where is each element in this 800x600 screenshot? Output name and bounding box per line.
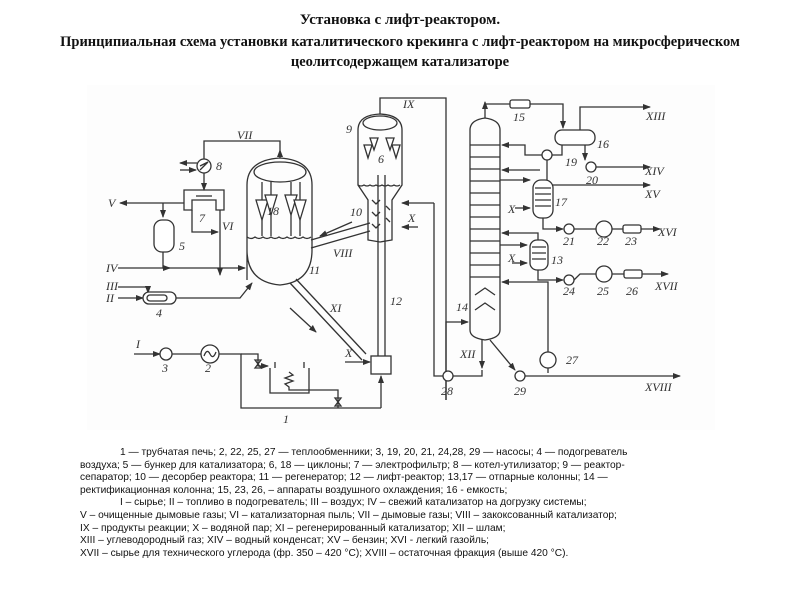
heat-exchanger-25-icon xyxy=(595,265,613,283)
label-22: 22 xyxy=(597,234,609,248)
stripper-17 xyxy=(532,179,554,219)
stream-XVII: XVII xyxy=(654,279,679,293)
label-16: 16 xyxy=(597,137,609,151)
legend: 1 — трубчатая печь; 2, 22, 25, 27 — тепл… xyxy=(80,447,740,560)
label-10: 10 xyxy=(350,205,362,219)
legend-equipment-line: ректификационная колонна; 15, 23, 26, – … xyxy=(80,484,508,496)
stream-XVIII: XVIII xyxy=(644,380,673,394)
label-27: 27 xyxy=(566,353,579,367)
label-3: 3 xyxy=(161,361,168,375)
label-13: 13 xyxy=(551,253,563,267)
stream-VII: VII xyxy=(237,128,253,142)
label-20: 20 xyxy=(586,173,598,187)
bunker-5 xyxy=(153,219,175,253)
regenerator-11 xyxy=(246,157,313,286)
air-cooler-15-icon xyxy=(509,99,531,109)
stream-XVI: XVI xyxy=(657,225,678,239)
label-29: 29 xyxy=(514,384,526,398)
label-11: 11 xyxy=(309,263,320,277)
process-flow-diagram: 1 2 3 4 5 6 7 8 9 10 11 12 13 14 15 16 1… xyxy=(105,97,681,426)
legend-stream-line: XVII – сырье для технического углерода (… xyxy=(80,547,569,559)
stream-II: II xyxy=(105,291,115,305)
label-24: 24 xyxy=(563,284,575,298)
label-25: 25 xyxy=(597,284,609,298)
legend-equipment-line: 1 — трубчатая печь; 2, 22, 25, 27 — тепл… xyxy=(120,447,628,458)
label-8: 8 xyxy=(216,159,222,173)
label-23: 23 xyxy=(625,234,637,248)
legend-stream-line: V – очищенные дымовые газы; VI – катализ… xyxy=(80,509,617,521)
stream-XII: XII xyxy=(459,347,476,361)
tank-16 xyxy=(554,129,596,146)
stripper-13 xyxy=(529,239,549,271)
label-4: 4 xyxy=(156,306,162,320)
label-19: 19 xyxy=(565,155,577,169)
electrofilter-7 xyxy=(183,189,225,211)
label-9: 9 xyxy=(346,122,352,136)
label-5: 5 xyxy=(179,239,185,253)
label-7: 7 xyxy=(199,211,206,225)
legend-stream-line: XIII – углеводородный газ; XIV – водный … xyxy=(80,535,489,547)
stream-I: I xyxy=(135,337,141,351)
stream-X-13: X xyxy=(507,251,516,265)
tube-furnace-1 xyxy=(269,362,310,394)
air-cooler-23-icon xyxy=(622,224,642,234)
label-1: 1 xyxy=(283,412,289,426)
stream-VI: VI xyxy=(222,219,234,233)
air-cooler-26-icon xyxy=(623,269,643,279)
legend-equipment-line: сепаратор; 10 — десорбер реактора; 11 — … xyxy=(80,472,608,484)
riser-mixer xyxy=(370,355,392,375)
stream-X-desorber: X xyxy=(407,211,416,225)
label-26: 26 xyxy=(626,284,638,298)
pump-29-icon xyxy=(514,370,526,382)
stream-VIII: VIII xyxy=(333,246,353,260)
page-title: Установка с лифт-реактором. xyxy=(299,12,501,28)
label-12: 12 xyxy=(390,294,402,308)
pump-3-icon xyxy=(159,347,173,361)
legend-stream-line: I – сырье; II – топливо в подогреватель;… xyxy=(120,497,587,509)
stream-X-riser: X xyxy=(344,346,353,360)
label-14: 14 xyxy=(456,300,468,314)
page-subtitle: Принципиальная схема установки каталитич… xyxy=(60,34,740,70)
diagram-background xyxy=(87,85,715,430)
stream-III: III xyxy=(105,279,119,293)
label-2: 2 xyxy=(205,361,211,375)
stream-X-17: X xyxy=(507,202,516,216)
pump-21-icon xyxy=(563,223,575,235)
label-18: 18 xyxy=(267,204,279,218)
stream-IX: IX xyxy=(402,97,415,111)
air-heater-4 xyxy=(142,291,177,305)
label-15: 15 xyxy=(513,110,525,124)
legend-equipment-line: воздуха; 5 — бункер для катализатора; 6,… xyxy=(80,459,625,471)
legend-stream-line: IX – продукты реакции; X – водяной пар; … xyxy=(80,522,506,534)
pump-19-icon xyxy=(541,149,553,161)
pump-20-icon xyxy=(585,161,597,173)
label-6: 6 xyxy=(378,152,384,166)
stream-XIII: XIII xyxy=(645,109,666,123)
label-28: 28 xyxy=(441,384,453,398)
stream-XI: XI xyxy=(329,301,342,315)
rectification-column-14 xyxy=(469,117,501,341)
heat-exchanger-27-icon xyxy=(539,351,557,369)
stream-XIV: XIV xyxy=(644,164,665,178)
stream-XV: XV xyxy=(644,187,661,201)
lift-reactor-12 xyxy=(377,175,386,358)
stream-IV: IV xyxy=(105,261,119,275)
cyclones-18 xyxy=(255,182,307,236)
pump-28-icon xyxy=(442,370,454,382)
label-21: 21 xyxy=(563,234,575,248)
stream-V: V xyxy=(108,196,117,210)
reactor-separator-9 xyxy=(357,113,403,243)
label-17: 17 xyxy=(555,195,568,209)
